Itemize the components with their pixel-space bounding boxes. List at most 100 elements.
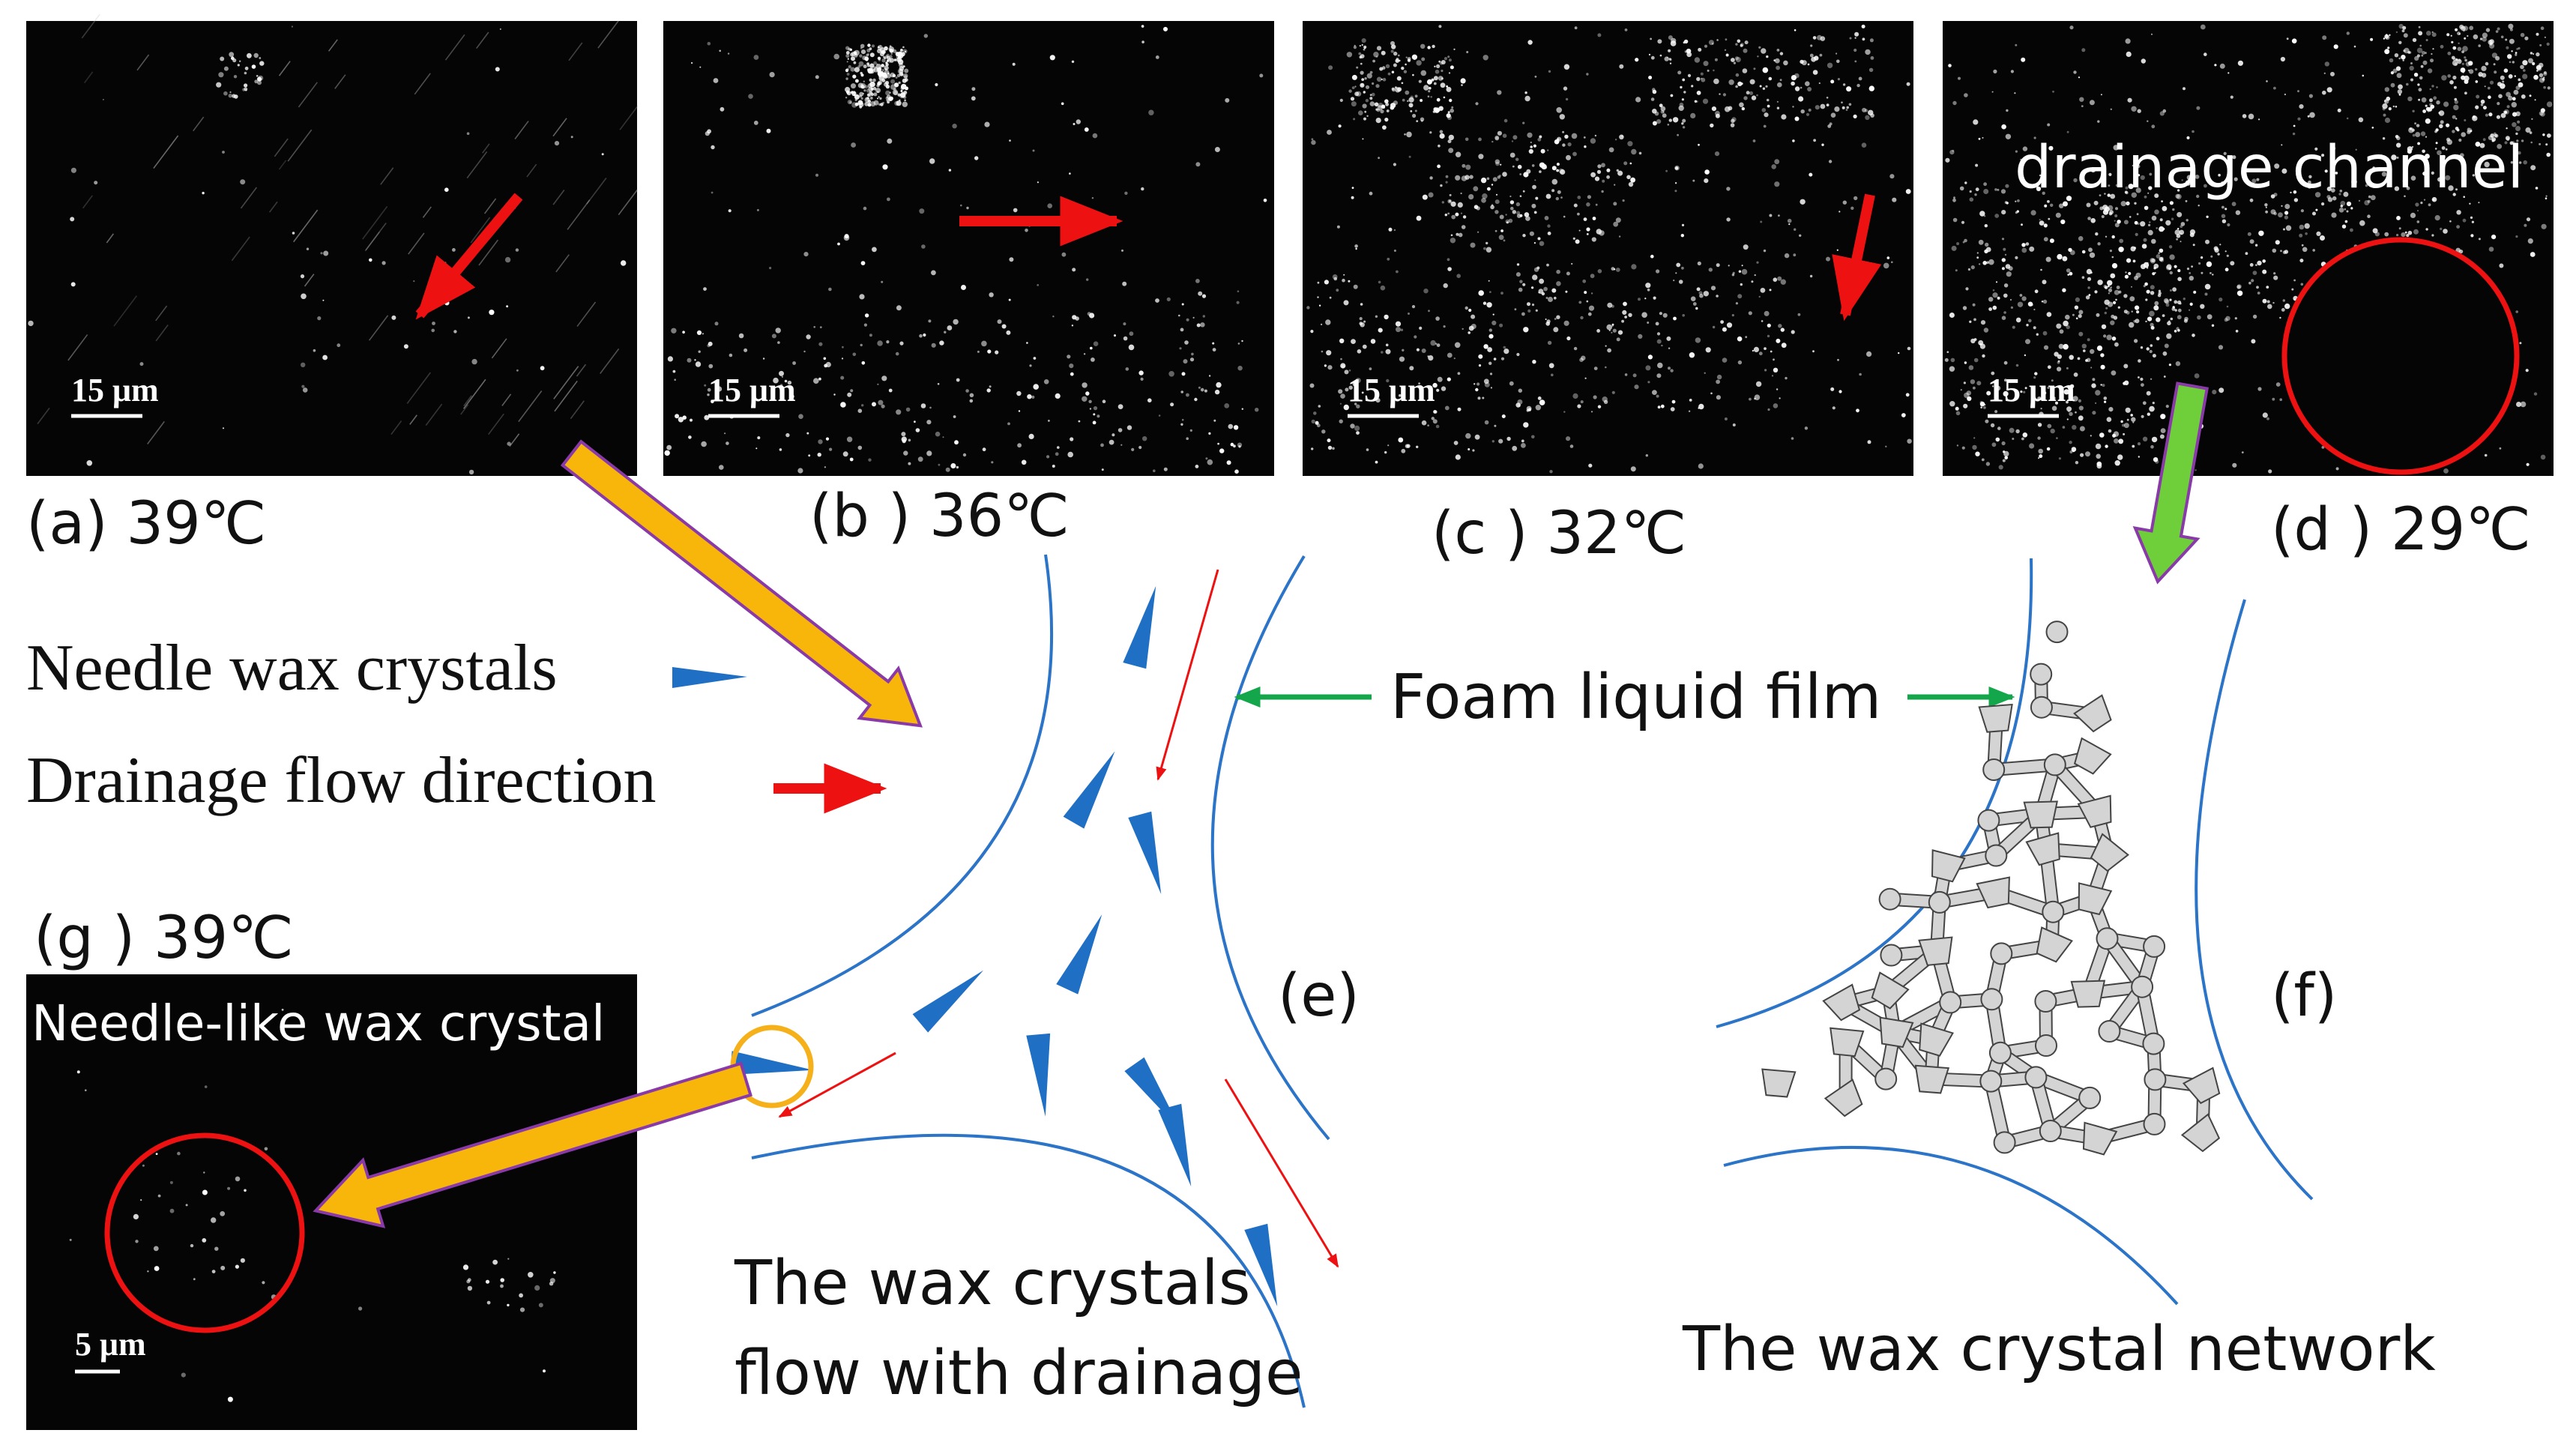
flow-caption-line1: The wax crystals — [734, 1248, 1250, 1319]
crystal-speck — [2123, 220, 2129, 225]
crystal-speck — [2358, 117, 2364, 123]
crystal-speck — [1586, 202, 1590, 207]
crystal-speck — [2069, 25, 2074, 30]
crystal-speck — [2286, 37, 2289, 40]
crystal-speck — [1668, 366, 1671, 370]
crystal-speck — [2327, 197, 2333, 202]
crystal-speck — [1956, 242, 1960, 246]
crystal-speck — [2073, 70, 2077, 74]
crystal-speck — [1432, 382, 1438, 388]
crystal-speck — [2490, 133, 2494, 138]
crystal-speck — [1683, 41, 1686, 44]
crystal-speck — [2417, 142, 2421, 145]
crystal-speck — [2323, 72, 2326, 74]
crystal-speck — [2114, 289, 2120, 295]
crystal-speck — [2172, 287, 2177, 292]
crystal-speck — [1009, 257, 1014, 262]
crystal-speck — [1698, 403, 1704, 410]
crystal-speck — [2218, 298, 2223, 302]
crystal-speck — [1628, 181, 1634, 187]
crystal-speck — [2039, 219, 2041, 221]
crystal-speck — [2021, 437, 2024, 441]
crystal-speck — [2046, 312, 2052, 317]
crystal-speck — [2447, 74, 2451, 78]
crystal-speck — [1471, 314, 1476, 319]
crystal-speck — [1839, 390, 1842, 393]
crystal-speck — [306, 247, 310, 250]
crystal-speck — [2432, 48, 2434, 50]
crystal-speck — [2183, 87, 2186, 91]
crystal-speck — [1555, 196, 1559, 201]
crystal-speck — [2105, 307, 2108, 310]
crystal-speck — [2235, 210, 2241, 215]
crystal-speck — [2001, 210, 2006, 215]
crystal-speck — [867, 93, 872, 97]
crystal-speck — [854, 94, 860, 100]
crystal-speck — [1654, 111, 1659, 116]
crystal-speck — [889, 58, 895, 63]
crystal-speck — [1597, 269, 1602, 274]
crystal-speck — [1580, 400, 1584, 404]
crystal-speck — [2404, 231, 2407, 234]
crystal-speck — [2075, 297, 2080, 302]
crystal-speck — [2037, 423, 2042, 427]
crystal-speck — [2069, 411, 2073, 416]
crystal-speck — [1421, 420, 1427, 426]
crystal-speck — [2291, 38, 2297, 43]
crystal-speck — [1488, 334, 1494, 339]
crystal-speck — [313, 349, 316, 352]
crystal-speck — [1526, 409, 1530, 412]
crystal-speck — [1563, 215, 1566, 218]
crystal-speck — [1090, 346, 1093, 350]
crystal-speck — [1357, 349, 1362, 354]
crystal-speck — [1958, 76, 1961, 80]
crystal-speck — [1870, 113, 1874, 118]
crystal-speck — [1949, 150, 1955, 155]
crystal-speck — [2403, 33, 2408, 38]
crystal-speck — [986, 388, 991, 393]
crystal-speck — [2429, 103, 2433, 106]
needle-streak — [618, 189, 639, 216]
crystal-speck — [2224, 208, 2227, 211]
crystal-speck — [2297, 90, 2299, 93]
crystal-speck — [2118, 247, 2124, 253]
crystal-speck — [1853, 196, 1858, 201]
crystal-speck — [181, 1372, 186, 1378]
crystal-speck — [2029, 246, 2035, 252]
crystal-speck — [2159, 218, 2163, 222]
crystal-speck — [2100, 364, 2105, 369]
crystal-speck — [1662, 313, 1668, 318]
crystal-speck — [1859, 372, 1862, 376]
crystal-speck — [1674, 190, 1677, 193]
crystal-speck — [705, 131, 710, 136]
crystal-speck — [85, 1089, 87, 1091]
crystal-speck — [1021, 459, 1027, 465]
crystal-speck — [1664, 56, 1669, 61]
crystal-speck — [2249, 239, 2254, 244]
crystal-speck — [1590, 274, 1595, 279]
crystal-speck — [1207, 459, 1213, 465]
crystal-speck — [699, 66, 702, 68]
needle-streak — [483, 198, 497, 214]
crystal-speck — [1490, 387, 1492, 389]
crystal-speck — [1364, 110, 1367, 113]
crystal-speck — [2136, 213, 2139, 216]
crystal-speck — [855, 79, 859, 83]
crystal-speck — [1423, 85, 1429, 91]
crystal-speck — [873, 92, 878, 97]
crystal-speck — [2153, 263, 2159, 269]
crystal-speck — [2048, 145, 2054, 151]
crystal-speck — [1402, 349, 1405, 352]
crystal-speck — [1378, 157, 1380, 160]
crystal-speck — [1856, 408, 1859, 413]
crystal-speck — [2467, 127, 2470, 131]
crystal-speck — [2544, 36, 2546, 38]
crystal-speck — [845, 68, 848, 72]
crystal-speck — [1733, 61, 1736, 64]
crystal-speck — [2546, 42, 2550, 46]
crystal-speck — [1724, 106, 1731, 112]
crystal-speck — [1731, 314, 1734, 317]
crystal-speck — [2104, 311, 2107, 315]
crystal-speck — [2128, 271, 2132, 276]
crystal-speck — [1719, 93, 1721, 95]
